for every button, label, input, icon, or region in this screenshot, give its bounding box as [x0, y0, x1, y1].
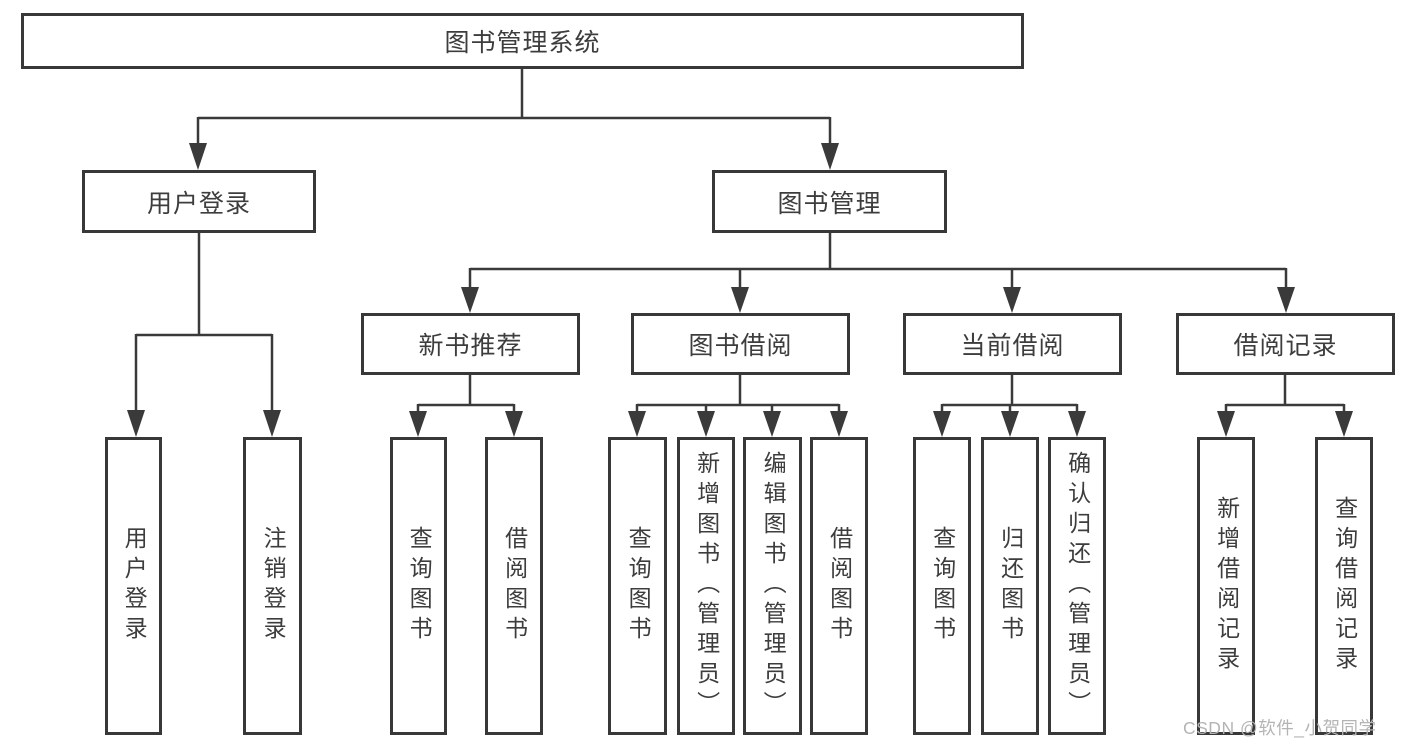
node-label: 借阅记录 [1233, 332, 1338, 360]
leaf-add-borrow-record: 新增借阅记录 [1197, 437, 1255, 735]
node-label: 确认归还（管理员） [1064, 451, 1091, 721]
csdn-watermark: CSDN @软件_小贺同学 [1183, 718, 1377, 738]
node-label: 图书管理 [777, 189, 882, 218]
arrow-icon [461, 287, 479, 313]
node-label: 新增借阅记录 [1213, 496, 1240, 676]
arrow-icon [505, 411, 523, 437]
leaf-confirm-return-admin: 确认归还（管理员） [1048, 437, 1106, 735]
leaf-borrow-books-recommend: 借阅图书 [485, 437, 543, 735]
node-label: 新书推荐 [418, 332, 523, 360]
node-label: 用户登录 [146, 189, 251, 218]
arrow-icon [1217, 411, 1235, 437]
arrow-icon [1068, 411, 1086, 437]
leaf-edit-books-admin: 编辑图书（管理员） [743, 437, 802, 735]
node-label: 图书借阅 [688, 332, 793, 360]
arrow-icon [763, 411, 781, 437]
node-label: 查询图书 [929, 526, 956, 646]
leaf-query-books-current: 查询图书 [913, 437, 971, 735]
node-book-management: 图书管理 [712, 170, 947, 233]
node-label: 编辑图书（管理员） [760, 451, 787, 721]
arrow-icon [1277, 287, 1295, 313]
leaf-query-books-recommend: 查询图书 [390, 437, 447, 735]
arrow-icon [933, 411, 951, 437]
leaf-return-books: 归还图书 [981, 437, 1039, 735]
node-borrow-records: 借阅记录 [1176, 313, 1395, 375]
arrow-icon [697, 411, 715, 437]
node-label: 图书管理系统 [444, 29, 601, 57]
node-label: 新增图书（管理员） [693, 451, 720, 721]
arrow-icon [731, 287, 749, 313]
arrow-icon [409, 411, 427, 437]
arrow-icon [189, 143, 207, 170]
node-label: 用户登录 [121, 526, 148, 646]
leaf-query-borrow-record: 查询借阅记录 [1315, 437, 1373, 735]
node-book-borrow: 图书借阅 [631, 313, 850, 375]
node-label: 借阅图书 [826, 526, 853, 646]
leaf-borrow-books: 借阅图书 [810, 437, 868, 735]
leaf-query-books-borrow: 查询图书 [608, 437, 667, 735]
node-label: 查询图书 [406, 526, 433, 646]
leaf-user-login: 用户登录 [105, 437, 162, 735]
arrow-icon [1001, 411, 1019, 437]
node-label: 查询图书 [625, 526, 652, 646]
node-label: 归还图书 [997, 526, 1024, 646]
arrow-icon [628, 411, 646, 437]
node-label: 查询借阅记录 [1331, 496, 1358, 676]
arrow-icon [263, 410, 281, 437]
leaf-logout: 注销登录 [243, 437, 302, 735]
node-label: 注销登录 [260, 526, 287, 646]
arrow-icon [821, 143, 839, 170]
arrow-icon [1335, 411, 1353, 437]
node-user-login: 用户登录 [82, 170, 316, 233]
arrow-icon [830, 411, 848, 437]
node-current-borrow: 当前借阅 [903, 313, 1122, 375]
node-label: 借阅图书 [501, 526, 528, 646]
node-label: 当前借阅 [960, 332, 1065, 360]
node-new-book-recommend: 新书推荐 [361, 313, 580, 375]
arrow-icon [1003, 287, 1021, 313]
leaf-add-books-admin: 新增图书（管理员） [677, 437, 735, 735]
arrow-icon [127, 410, 145, 437]
node-root-system: 图书管理系统 [21, 13, 1024, 69]
